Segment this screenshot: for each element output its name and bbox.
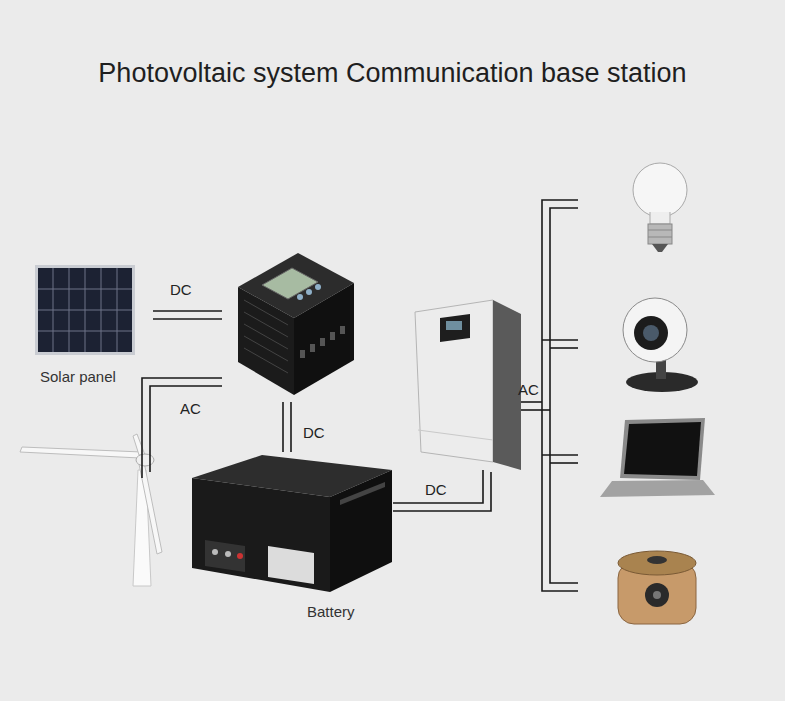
light-bulb-icon-part bbox=[652, 244, 668, 252]
charge-controller-icon-part-part bbox=[340, 326, 345, 334]
wires-part bbox=[542, 339, 578, 341]
light-bulb-icon-part bbox=[648, 237, 672, 238]
laptop-icon-part bbox=[600, 480, 715, 497]
wires-part bbox=[521, 401, 542, 403]
rice-cooker-icon-part bbox=[647, 556, 667, 564]
battery-icon-part bbox=[330, 470, 392, 592]
charge-controller-icon-part bbox=[244, 300, 288, 373]
charge-controller-icon-part bbox=[297, 294, 303, 300]
current-type-label: AC bbox=[518, 381, 539, 398]
inverter-icon-part bbox=[440, 314, 470, 342]
wires-part bbox=[393, 472, 491, 511]
charge-controller-icon-part-part bbox=[244, 324, 288, 349]
laptop-icon-part bbox=[620, 418, 705, 480]
current-type-label: DC bbox=[303, 424, 325, 441]
wires-part bbox=[521, 409, 550, 411]
rice-cooker-icon bbox=[618, 551, 696, 624]
battery-icon-part bbox=[225, 551, 231, 557]
wind-turbine-icon-part bbox=[20, 447, 142, 458]
battery-icon-part bbox=[205, 540, 245, 572]
wind-turbine-icon bbox=[20, 434, 162, 586]
wires-part bbox=[153, 318, 222, 320]
charge-controller-icon-part bbox=[294, 283, 354, 395]
webcam-icon bbox=[623, 298, 698, 392]
charge-controller-icon-part bbox=[315, 284, 321, 290]
charge-controller-icon-part-part bbox=[310, 344, 315, 352]
solar-panel-icon-part-part bbox=[53, 268, 54, 352]
wires-part bbox=[550, 347, 578, 349]
solar-panel-icon-part bbox=[35, 265, 135, 355]
laptop-icon bbox=[600, 418, 715, 497]
wires-part bbox=[153, 310, 222, 312]
diagram-title: Photovoltaic system Communication base s… bbox=[0, 58, 785, 89]
wires-part bbox=[150, 386, 222, 472]
charge-controller-icon bbox=[238, 253, 354, 395]
wires-part bbox=[550, 462, 578, 464]
charge-controller-icon-part-part bbox=[300, 350, 305, 358]
battery-icon bbox=[192, 455, 392, 592]
rice-cooker-icon-part bbox=[653, 591, 661, 599]
charge-controller-icon-part-part bbox=[244, 300, 288, 325]
charge-controller-icon-part-part bbox=[244, 348, 288, 373]
wires bbox=[142, 200, 578, 591]
webcam-icon-part bbox=[623, 298, 687, 362]
wires-part bbox=[393, 470, 483, 503]
webcam-icon-part bbox=[643, 325, 659, 341]
component-label: Solar panel bbox=[40, 368, 116, 385]
battery-icon-part bbox=[212, 549, 218, 555]
solar-panel-icon-part-part bbox=[117, 268, 118, 352]
charge-controller-icon-part-part bbox=[244, 336, 288, 361]
webcam-icon-part bbox=[634, 316, 668, 350]
current-type-label: AC bbox=[180, 400, 201, 417]
solar-panel-icon-part-part bbox=[101, 268, 102, 352]
rice-cooker-icon-part bbox=[645, 583, 669, 607]
rice-cooker-icon-part bbox=[618, 551, 696, 575]
inverter-icon-part bbox=[418, 430, 493, 440]
current-type-label: DC bbox=[425, 481, 447, 498]
wires-part bbox=[550, 208, 578, 583]
inverter-icon-part bbox=[493, 300, 521, 470]
solar-panel-node: Solar panel bbox=[30, 260, 155, 395]
solar-panel-icon bbox=[35, 265, 135, 355]
solar-panel-icon-part-part bbox=[69, 268, 70, 352]
battery-icon-part bbox=[268, 546, 314, 584]
inverter-icon bbox=[415, 300, 521, 470]
charge-controller-icon-part-part bbox=[320, 338, 325, 346]
charge-controller-icon-part-part bbox=[244, 312, 288, 337]
charge-controller-icon-part bbox=[238, 287, 294, 395]
charge-controller-icon-part bbox=[300, 326, 345, 358]
charge-controller-icon-part bbox=[262, 268, 318, 299]
wires-part bbox=[542, 454, 578, 456]
wind-turbine-icon-part bbox=[133, 434, 145, 455]
wires-part bbox=[282, 402, 284, 452]
solar-panel-icon-part bbox=[38, 268, 132, 352]
light-bulb-icon-part bbox=[650, 212, 670, 224]
wires-part bbox=[542, 200, 578, 591]
charge-controller-icon-part-part bbox=[330, 332, 335, 340]
battery-icon-part bbox=[340, 482, 385, 505]
current-type-label: DC bbox=[170, 281, 192, 298]
battery-node: Battery bbox=[185, 450, 400, 630]
laptop-icon-part bbox=[624, 422, 701, 476]
charge-controller-icon-part bbox=[306, 289, 312, 295]
inverter-icon-part bbox=[415, 300, 493, 462]
light-bulb-icon-part bbox=[648, 230, 672, 231]
light-bulb-icon-part bbox=[648, 224, 672, 244]
inverter-icon-part bbox=[446, 321, 462, 330]
wires-part bbox=[142, 378, 222, 478]
battery-icon-part bbox=[237, 553, 243, 559]
wires-part bbox=[290, 402, 292, 452]
battery-icon-part bbox=[192, 478, 330, 592]
wind-turbine-icon-part bbox=[136, 454, 154, 466]
light-bulb-icon-part bbox=[633, 163, 687, 217]
light-bulb-icon bbox=[633, 163, 687, 252]
solar-panel-icon-part-part bbox=[85, 268, 86, 352]
component-label: Battery bbox=[307, 603, 355, 620]
solar-panel-icon-part bbox=[38, 268, 132, 352]
